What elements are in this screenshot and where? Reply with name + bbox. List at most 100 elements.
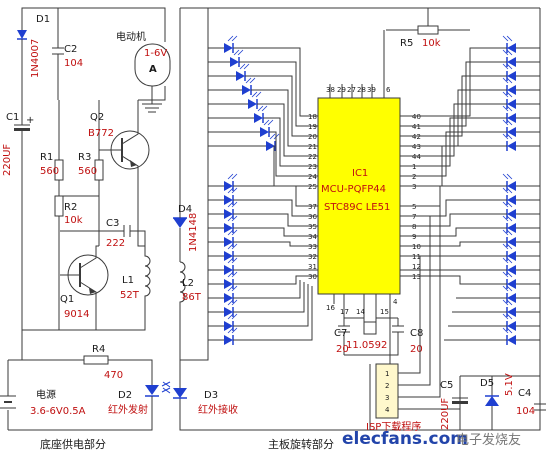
d2-value: 红外发射 [108,403,148,416]
d3-label: D3 [204,390,218,401]
watermark: elecfans.com 电子发烧友 [342,429,521,449]
svg-text:13: 13 [412,273,421,281]
c3-value: 222 [106,238,125,249]
led-array-left [208,35,318,346]
section-main-title: 主板旋转部分 [268,437,334,451]
svg-text:1-6V: 1-6V [144,48,167,59]
d4-value: 1N4148 [188,213,199,252]
r3-value: 560 [78,166,97,177]
c4-label: C4 [518,388,531,399]
ic1-left-pins: 18 19 20 21 22 23 24 25 37 36 35 34 33 3… [308,113,317,281]
d1-label: D1 [36,14,50,25]
c4-capacitor [428,376,546,431]
c8-value: 20 [410,344,423,355]
l2-label: L2 [182,278,194,289]
c5-label: C5 [440,380,453,391]
q1-label: Q1 [60,294,74,305]
svg-text:20: 20 [308,133,317,141]
svg-text:40: 40 [412,113,421,121]
q2-label: Q2 [90,112,104,123]
d5-value: 5.1V [504,373,515,396]
r4-value: 470 [104,370,123,381]
c2-label: C2 [64,44,77,55]
ic1-chip [317,97,401,295]
l1-label: L1 [122,275,134,286]
svg-text:39: 39 [367,86,376,94]
l2-value: 86T [182,292,202,303]
svg-text:A: A [149,64,157,75]
c3-capacitor [60,225,146,246]
q1-value: 9014 [64,309,89,320]
svg-text:7: 7 [412,213,416,221]
motor-label: 电动机 [116,30,146,43]
r1-label: R1 [40,152,53,163]
svg-text:19: 19 [308,123,317,131]
svg-text:4: 4 [393,298,398,306]
d5-zener [485,376,499,430]
r3-label: R3 [78,152,91,163]
r2-value: 10k [64,215,83,226]
ic1-label: IC1 [352,168,368,179]
c1-label: C1 [6,112,19,123]
c1-capacitor: + [14,115,34,360]
d1-value: 1N4007 [30,39,41,78]
svg-text:16: 16 [326,304,335,312]
svg-text:10: 10 [412,243,421,251]
crystal [344,317,398,335]
svg-text:9: 9 [412,233,416,241]
svg-text:35: 35 [308,223,317,231]
battery [0,360,16,430]
svg-text:11: 11 [412,253,421,261]
r5-resistor [386,8,470,35]
c3-label: C3 [106,218,119,229]
svg-text:elecfans.com: elecfans.com [342,429,468,449]
l2-coil [179,261,186,360]
c7-capacitor [338,304,350,355]
svg-text:18: 18 [308,113,317,121]
main-rotating-section: D4 1N4148 L2 86T D3 红外接收 IC1 MCU-PQFP44 … [162,7,546,451]
motor: 1-6V A [134,43,171,113]
svg-text:25: 25 [308,183,317,191]
c8-label: C8 [410,328,423,339]
svg-text:3: 3 [385,394,389,402]
svg-text:3: 3 [412,183,416,191]
c5-value: 220UF [440,398,451,430]
c7-label: C7 [334,328,347,339]
r4-resistor [8,355,153,385]
svg-text:28: 28 [357,86,366,94]
base-power-section: D1 1N4007 C2 104 1-6V A 电动机 + C1 220UF [0,7,171,451]
svg-text:15: 15 [380,308,389,316]
q2-transistor [99,86,166,175]
svg-text:30: 30 [308,273,317,281]
led-rail-left [180,8,209,361]
l1-coil [22,175,151,331]
ic1-right-pins: 40 41 42 43 44 1 2 3 5 7 8 9 10 11 12 13 [412,113,421,281]
c8-capacitor [344,318,404,356]
svg-text:2: 2 [385,382,389,390]
ic1-type: MCU-PQFP44 [321,184,386,195]
d4-label: D4 [178,204,192,215]
svg-text:21: 21 [308,143,317,151]
r5-label: R5 [400,38,413,49]
svg-text:5: 5 [412,203,416,211]
svg-text:1: 1 [385,370,389,378]
svg-text:41: 41 [412,123,421,131]
svg-text:44: 44 [412,153,421,161]
q2-value: B772 [88,128,114,139]
isp-label: ISP下载程序 [366,420,421,433]
section-base-title: 底座供电部分 [40,437,106,451]
svg-text:23: 23 [308,163,317,171]
svg-text:33: 33 [308,243,317,251]
crystal-value: 11.0592 [346,340,387,351]
r4-label: R4 [92,344,105,355]
r2-label: R2 [64,202,77,213]
power-label: 电源 [36,388,56,401]
d2-label: D2 [118,390,132,401]
q1-transistor [60,196,109,330]
svg-text:32: 32 [308,253,317,261]
svg-text:34: 34 [308,233,317,241]
svg-text:电子发烧友: 电子发烧友 [456,432,521,448]
svg-text:42: 42 [412,133,421,141]
svg-text:29: 29 [337,86,346,94]
d1-diode [17,18,27,125]
